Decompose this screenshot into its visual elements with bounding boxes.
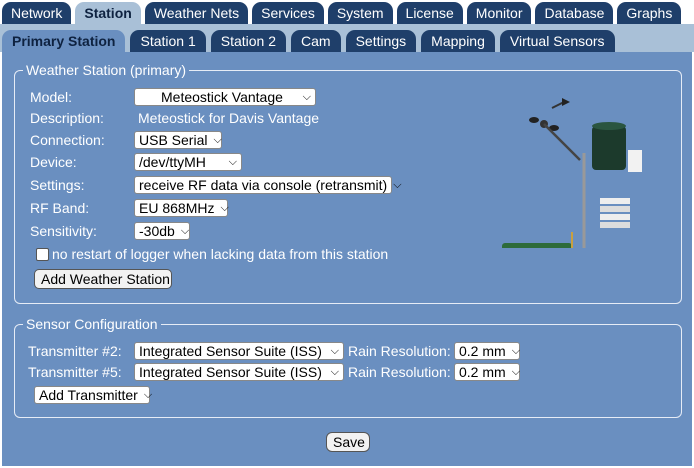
chevron-down-icon: ⌵ (330, 366, 339, 378)
save-button[interactable]: Save (326, 432, 370, 452)
sub-tabs: Primary Station Station 1 Station 2 Cam … (2, 30, 615, 52)
rain-resolution-2-value: 0.2 mm (459, 343, 506, 359)
description-label: Description: (30, 110, 104, 126)
add-transmitter-value: Add Transmitter (39, 387, 138, 403)
sensitivity-value: -30db (139, 223, 175, 239)
rain-resolution-2-label: Rain Resolution: (348, 343, 451, 359)
sensor-configuration-legend: Sensor Configuration (26, 316, 158, 332)
chevron-down-icon: ⌵ (393, 179, 402, 191)
tab-system[interactable]: System (327, 2, 393, 24)
device-value: /dev/ttyMH (139, 154, 206, 170)
transmitter-5-type-select[interactable]: Integrated Sensor Suite (ISS) ⌵ (134, 363, 344, 381)
chevron-down-icon: ⌵ (228, 156, 237, 168)
transmitter-2-type-value: Integrated Sensor Suite (ISS) (139, 343, 322, 359)
weather-station-image (502, 98, 642, 248)
chevron-down-icon: ⌵ (302, 91, 311, 103)
tab-weather-nets[interactable]: Weather Nets (144, 2, 249, 24)
sensitivity-select[interactable]: -30db ⌵ (134, 222, 190, 240)
transmitter-2-type-select[interactable]: Integrated Sensor Suite (ISS) ⌵ (134, 342, 344, 360)
no-restart-label: no restart of logger when lacking data f… (52, 246, 389, 262)
subtab-virtual-sensors[interactable]: Virtual Sensors (499, 30, 615, 52)
chevron-down-icon: ⌵ (511, 366, 521, 378)
subtab-station-2[interactable]: Station 2 (210, 30, 287, 52)
rain-resolution-5-label: Rain Resolution: (348, 364, 451, 380)
content-panel: Weather Station (primary) Model: Meteost… (2, 52, 692, 466)
rfband-select[interactable]: EU 868MHz ⌵ (134, 199, 229, 217)
model-select[interactable]: Meteostick Vantage ⌵ (134, 88, 316, 106)
chevron-down-icon: ⌵ (220, 202, 229, 214)
transmitter-5-label: Transmitter #5: (28, 364, 122, 380)
add-weather-station-button[interactable]: Add Weather Station (34, 269, 172, 289)
tab-graphs[interactable]: Graphs (617, 2, 682, 24)
tab-monitor[interactable]: Monitor (466, 2, 532, 24)
subtab-settings[interactable]: Settings (345, 30, 417, 52)
subtab-primary-station[interactable]: Primary Station (2, 30, 126, 52)
rain-resolution-5-select[interactable]: 0.2 mm ⌵ (454, 363, 520, 381)
transmitter-5-type-value: Integrated Sensor Suite (ISS) (139, 364, 322, 380)
weather-station-fieldset: Weather Station (primary) (14, 62, 682, 304)
description-value: Meteostick for Davis Vantage (138, 110, 320, 126)
chevron-down-icon: ⌵ (330, 345, 339, 357)
connection-value: USB Serial (139, 132, 208, 148)
rain-resolution-5-value: 0.2 mm (459, 364, 506, 380)
weather-station-legend: Weather Station (primary) (26, 62, 187, 78)
tab-license[interactable]: License (396, 2, 463, 24)
no-restart-checkbox[interactable] (36, 247, 49, 261)
tab-network[interactable]: Network (2, 2, 72, 24)
transmitter-2-label: Transmitter #2: (28, 343, 122, 359)
rfband-value: EU 868MHz (139, 200, 215, 216)
sensitivity-label: Sensitivity: (30, 223, 97, 239)
model-label: Model: (30, 89, 73, 105)
sensor-configuration-fieldset: Sensor Configuration (14, 316, 682, 418)
chevron-down-icon: ⌵ (143, 389, 153, 401)
tab-services[interactable]: Services (252, 2, 324, 24)
main-tabs: Network Station Weather Nets Services Sy… (0, 2, 682, 26)
settings-label: Settings: (30, 177, 85, 193)
settings-value: receive RF data via console (retransmit) (139, 177, 388, 193)
chevron-down-icon: ⌵ (511, 345, 521, 357)
chevron-down-icon: ⌵ (180, 225, 190, 237)
tab-station[interactable]: Station (75, 2, 141, 26)
connection-label: Connection: (30, 132, 105, 148)
subtab-cam[interactable]: Cam (291, 30, 341, 52)
rfband-label: RF Band: (30, 200, 90, 216)
settings-select[interactable]: receive RF data via console (retransmit)… (134, 176, 402, 194)
device-select[interactable]: /dev/ttyMH ⌵ (134, 153, 242, 171)
add-transmitter-select[interactable]: Add Transmitter ⌵ (34, 386, 153, 404)
model-value: Meteostick Vantage (161, 89, 283, 105)
connection-select[interactable]: USB Serial ⌵ (134, 131, 222, 149)
rain-resolution-2-select[interactable]: 0.2 mm ⌵ (454, 342, 520, 360)
subtab-mapping[interactable]: Mapping (421, 30, 495, 52)
device-label: Device: (30, 154, 77, 170)
subtab-station-1[interactable]: Station 1 (130, 30, 206, 52)
chevron-down-icon: ⌵ (213, 134, 222, 146)
tab-database[interactable]: Database (535, 2, 614, 24)
